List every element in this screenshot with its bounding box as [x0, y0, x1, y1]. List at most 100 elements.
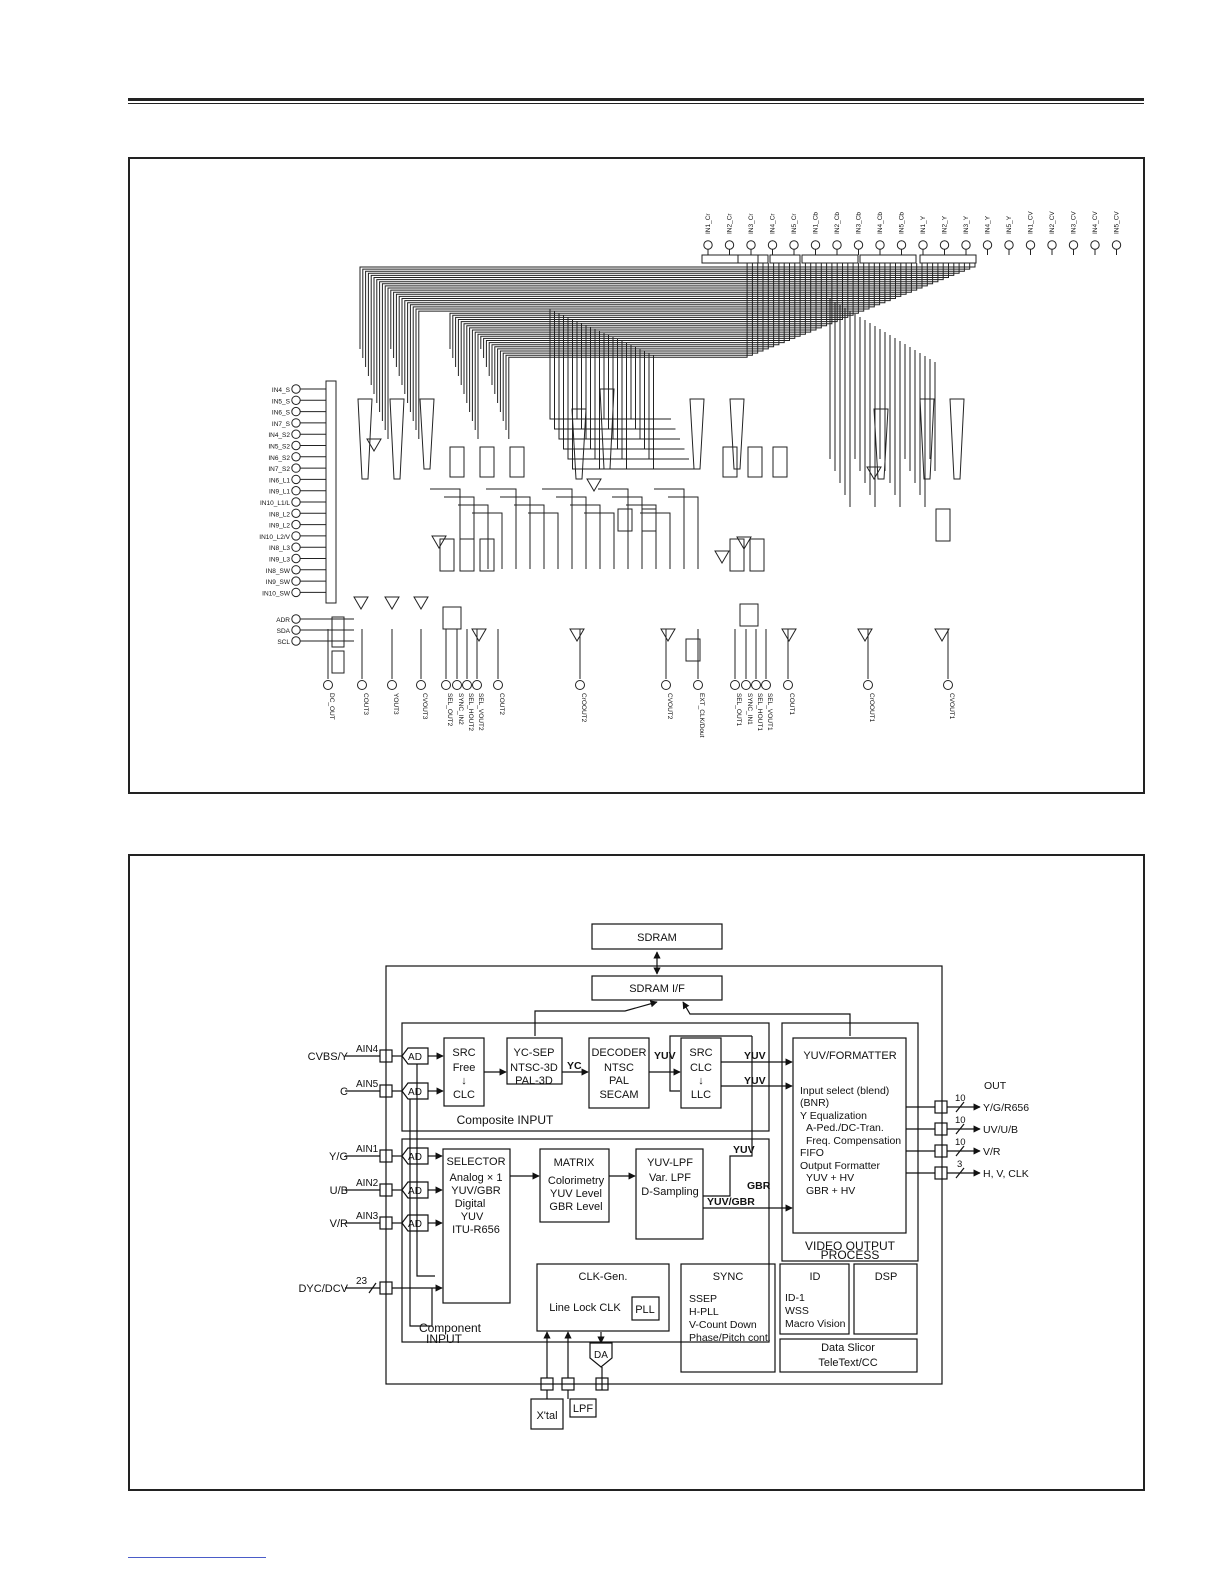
signal-cvbs: CVBS/Y — [308, 1051, 349, 1063]
buffer-amp — [857, 628, 873, 642]
src2-block — [680, 1037, 722, 1109]
control-pin — [291, 625, 301, 635]
output-pin — [661, 680, 671, 690]
ad-label-ain3: AD — [408, 1219, 422, 1230]
function-block — [442, 606, 462, 630]
sync-line-3: V-Count Down — [689, 1319, 757, 1331]
pin-out-hv — [934, 1166, 948, 1180]
ad-label-ain1: AD — [408, 1152, 422, 1163]
top-input-pin — [746, 240, 756, 250]
left-input-label: IN6_S — [272, 410, 291, 417]
output-pin-label: SEL_OUT2 — [446, 693, 453, 727]
xtal-label: X'tal — [536, 1410, 557, 1422]
function-block — [722, 446, 738, 478]
left-input-label: IN7_S2 — [268, 466, 290, 473]
video-decoder-block-diagram: SDRAM SDRAM I/F SRC Free ↓ CLC YC-SEP NT… — [298, 923, 1029, 1430]
output-pin — [462, 680, 472, 690]
ycsep-line-2: PAL-3D — [515, 1075, 553, 1087]
pin-name-ain2: AIN2 — [356, 1178, 379, 1189]
output-pin — [783, 680, 793, 690]
ycsep-title: YC-SEP — [514, 1047, 555, 1059]
left-input-label: IN6_L1 — [269, 477, 290, 484]
pin-out-uv — [934, 1122, 948, 1136]
top-input-pin — [918, 240, 928, 250]
top-input-label: IN5_Y — [1006, 215, 1013, 234]
slicer-block — [779, 1338, 918, 1373]
yuv-formatter-block — [792, 1037, 907, 1234]
formatter-line-8: YUV + HV — [806, 1172, 854, 1184]
clamp-block — [801, 254, 859, 264]
bus-label-gbr: GBR — [747, 1180, 771, 1192]
top-input-label: IN1_Y — [920, 215, 927, 234]
left-input-label: IN5_S2 — [268, 444, 290, 451]
header-rule-thick — [128, 98, 1144, 101]
out-width-hv: 3 — [957, 1159, 962, 1170]
switch-block — [599, 388, 615, 470]
da-converter — [589, 1342, 613, 1368]
src1-title: SRC — [452, 1047, 475, 1059]
output-pin — [357, 680, 367, 690]
switch-block — [389, 398, 405, 480]
out-width-yg: 10 — [955, 1093, 966, 1104]
formatter-line-4: A-Ped./DC-Tran. — [806, 1122, 884, 1134]
output-pin-label: COUT3 — [362, 693, 369, 715]
switch-block — [729, 398, 745, 470]
top-input-pin — [767, 240, 778, 250]
function-block — [935, 508, 951, 542]
left-input-pin — [291, 497, 301, 507]
left-input-pin — [291, 463, 301, 473]
output-pin-label: COUT1 — [788, 693, 795, 715]
top-input-pin — [961, 240, 971, 250]
id-line-2: WSS — [785, 1305, 809, 1317]
top-input-pin — [703, 240, 713, 250]
left-input-pin — [291, 542, 301, 552]
output-pin-label: YOUT3 — [392, 693, 399, 715]
clamp-block — [701, 254, 759, 264]
left-input-label: IN8_L3 — [269, 545, 290, 552]
selector-line-2: YUV/GBR — [451, 1185, 501, 1197]
src2-title: SRC — [689, 1047, 712, 1059]
switch-block — [419, 398, 435, 470]
output-pin — [943, 680, 953, 690]
output-pin — [472, 680, 482, 690]
left-input-label: IN9_L1 — [269, 489, 290, 496]
output-pin-label: CVOUT3 — [421, 693, 428, 720]
output-pin — [452, 680, 462, 690]
switch-block — [949, 398, 965, 480]
top-input-pin — [1047, 240, 1057, 250]
selector-line-1: Analog × 1 — [450, 1172, 503, 1184]
buffer-amp — [384, 596, 400, 610]
src1-line-1: Free — [453, 1062, 476, 1074]
yuvlpf-line-1: Var. LPF — [649, 1172, 691, 1184]
decoder-line-1: NTSC — [604, 1062, 634, 1074]
signal-yg: Y/G — [329, 1151, 348, 1163]
component-group-label-2: INPUT — [426, 1332, 463, 1346]
out-width-uv: 10 — [955, 1115, 966, 1126]
function-block — [749, 538, 765, 572]
yuvlpf-block — [635, 1148, 704, 1240]
selector-line-5: ITU-R656 — [452, 1224, 500, 1236]
function-block — [685, 638, 701, 662]
clamp-block — [737, 254, 769, 264]
formatter-line-9: GBR + HV — [806, 1185, 855, 1197]
pin-out-yg — [934, 1100, 948, 1114]
component-input-group — [401, 1138, 770, 1343]
top-input-pin — [810, 240, 821, 250]
composite-input-group — [401, 1022, 770, 1132]
top-input-label: IN5_Cr — [791, 213, 798, 234]
top-input-pin — [1068, 240, 1079, 250]
top-input-pin — [853, 240, 864, 250]
left-input-pin — [291, 452, 301, 462]
output-pin — [416, 680, 426, 690]
buffer-amp — [866, 466, 882, 480]
sync-line-2: H-PLL — [689, 1306, 719, 1318]
bus-label-yuv-1: YUV — [654, 1050, 676, 1062]
ad-label-ain2: AD — [408, 1186, 422, 1197]
left-input-label: IN6_S2 — [268, 455, 290, 462]
buffer-amp — [586, 478, 602, 492]
formatter-line-5: Freq. Compensation — [806, 1135, 901, 1147]
top-input-label: IN1_CV — [1028, 211, 1035, 234]
clamp-block — [769, 254, 801, 264]
composite-group-label: Composite INPUT — [457, 1113, 554, 1127]
